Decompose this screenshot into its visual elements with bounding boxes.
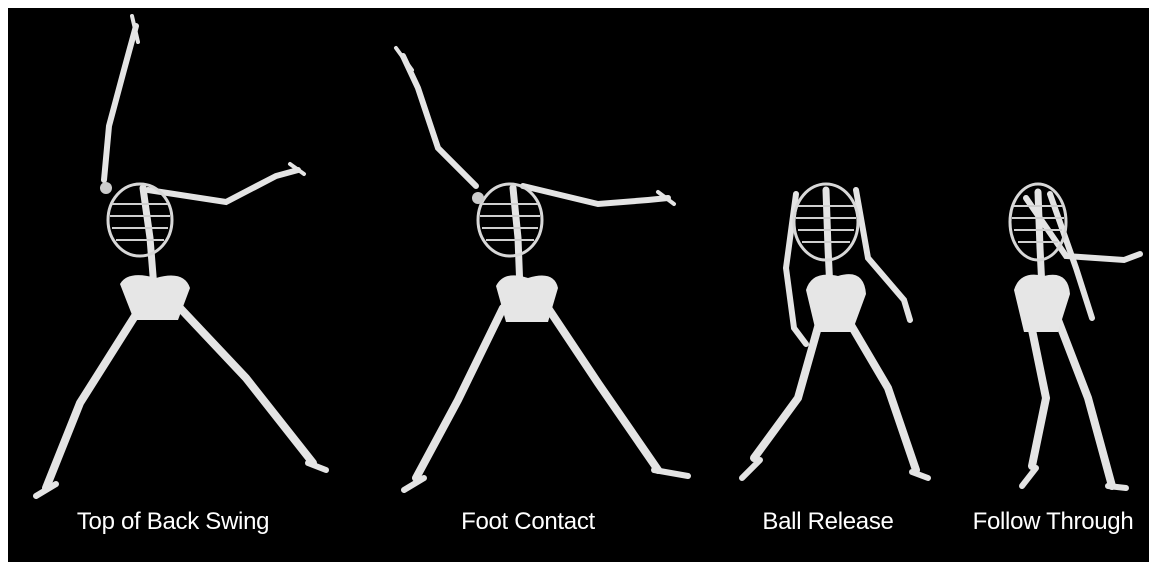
- skeleton-icon: [358, 8, 698, 508]
- phase-follow-through: Follow Through: [958, 8, 1148, 562]
- illustration-panel: Top of Back Swing: [8, 8, 1149, 562]
- skeleton-icon: [728, 8, 928, 508]
- phase-top-of-back-swing: Top of Back Swing: [8, 8, 338, 562]
- skeleton-icon: [958, 8, 1148, 508]
- phase-label: Foot Contact: [358, 508, 698, 536]
- phase-ball-release: Ball Release: [728, 8, 928, 562]
- phase-label: Ball Release: [728, 508, 928, 536]
- skeleton-icon: [8, 8, 338, 508]
- phase-foot-contact: Foot Contact: [358, 8, 698, 562]
- phase-label: Top of Back Swing: [8, 508, 338, 536]
- phase-label: Follow Through: [958, 508, 1148, 536]
